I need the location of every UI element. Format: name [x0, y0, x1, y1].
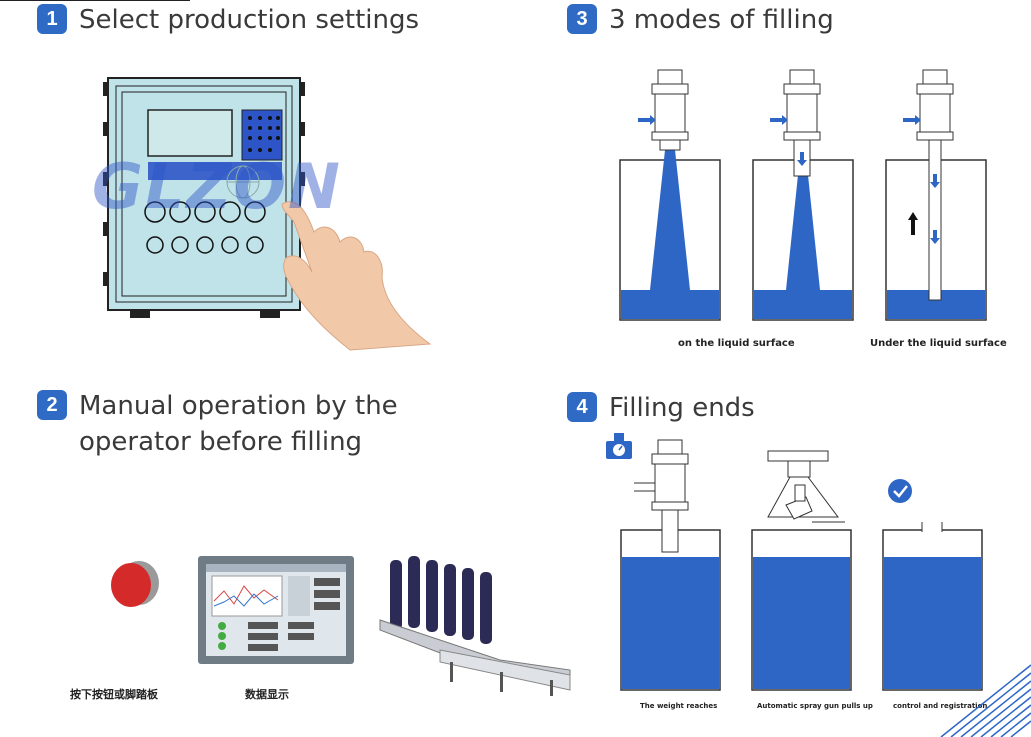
step-1-header: 1 Select production settings: [37, 2, 419, 38]
push-button-illustration: [111, 561, 159, 607]
step-4-header: 4 Filling ends: [567, 390, 755, 426]
manual-caption-2: 数据显示: [245, 689, 289, 701]
scale-icon: [606, 433, 632, 459]
top-rule: [0, 0, 190, 1]
filling-ends-diagram: [606, 433, 983, 691]
step-2-number: 2: [37, 390, 67, 420]
logo-watermark: GLZON: [92, 150, 342, 223]
step-4-number: 4: [567, 392, 597, 422]
control-cabinet-illustration: [103, 77, 432, 351]
mode-container-3: [885, 69, 987, 321]
mode-caption-2: Under the liquid surface: [870, 338, 1007, 349]
step-3-header: 3 3 modes of filling: [567, 2, 834, 38]
step-4-title: Filling ends: [609, 393, 755, 423]
step-2-title-line1: Manual operation by the: [79, 391, 398, 421]
hmi-display-illustration: [198, 556, 354, 664]
step-2-title-line2: operator before filling: [79, 427, 363, 457]
step-3-title: 3 modes of filling: [609, 5, 834, 35]
step-1-title: Select production settings: [79, 5, 420, 35]
manual-caption-1: 按下按钮或脚踏板: [70, 689, 158, 701]
end-container-2: [751, 450, 852, 691]
end-caption-3: control and registration: [893, 702, 988, 710]
filling-modes-diagram: [619, 69, 987, 321]
end-caption-2: Automatic spray gun pulls up: [757, 702, 873, 710]
mode-caption-1: on the liquid surface: [678, 338, 795, 349]
end-container-1: [620, 439, 721, 691]
filling-machine-illustration: [379, 556, 571, 696]
step-2-header: 2 Manual operation by the operator befor…: [37, 388, 398, 460]
end-container-3: [882, 479, 983, 691]
corner-decoration: [940, 664, 1031, 737]
end-caption-1: The weight reaches: [640, 702, 718, 710]
step-1-number: 1: [37, 4, 67, 34]
step-3-number: 3: [567, 4, 597, 34]
mode-container-2: [752, 69, 854, 321]
mode-container-1: [619, 69, 721, 321]
